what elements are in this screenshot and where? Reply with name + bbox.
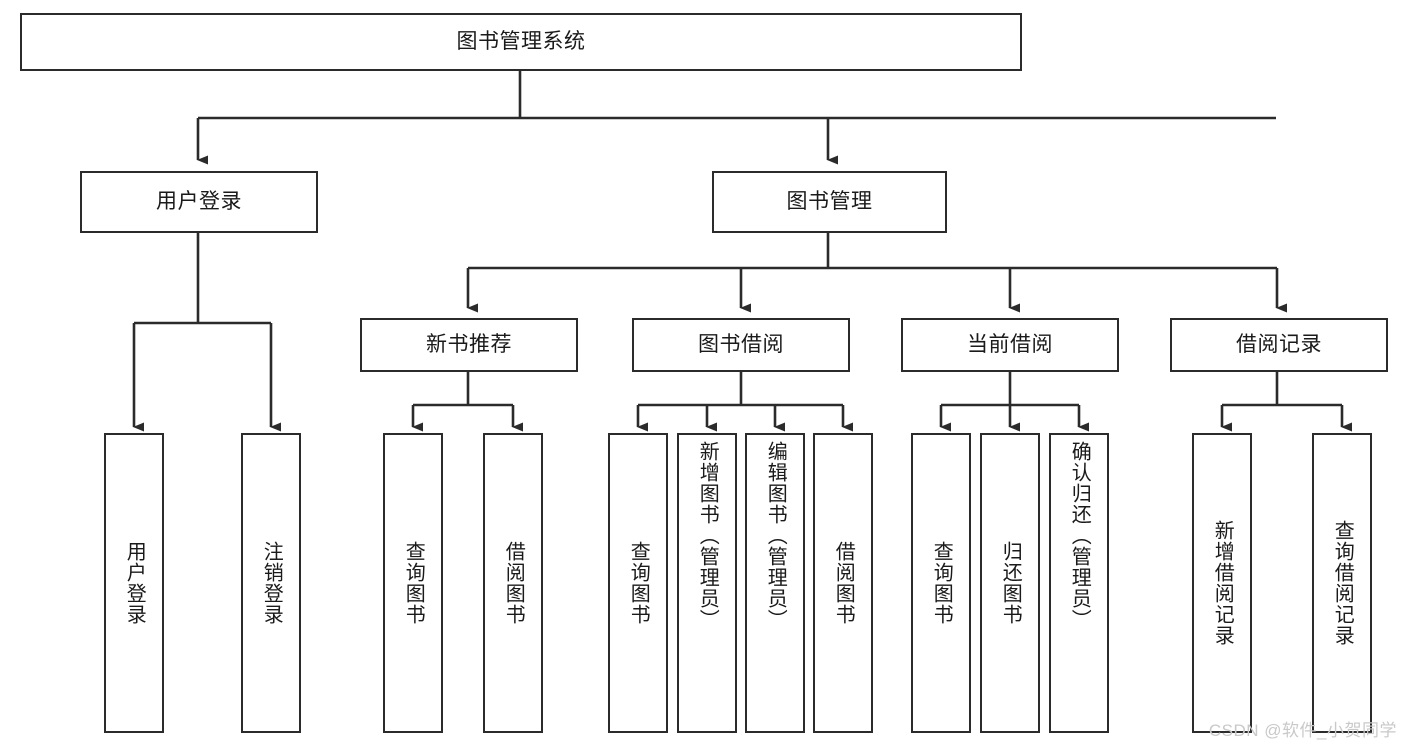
leaf-confirm-return-admin[interactable]: 确认归还（管理员） [1049, 433, 1109, 733]
leaf-return-book[interactable]: 归还图书 [980, 433, 1040, 733]
node-current-borrow[interactable]: 当前借阅 [901, 318, 1119, 372]
leaf-borrow-book-newbook[interactable]: 借阅图书 [483, 433, 543, 733]
node-label: 图书管理 [786, 190, 873, 214]
leaf-edit-book-admin[interactable]: 编辑图书（管理员） [745, 433, 805, 733]
leaf-add-book-admin[interactable]: 新增图书（管理员） [677, 433, 737, 733]
node-label: 确认归还（管理员） [1068, 441, 1091, 630]
node-label: 查询借阅记录 [1331, 520, 1354, 646]
leaf-borrow-book[interactable]: 借阅图书 [813, 433, 873, 733]
node-label: 用户登录 [156, 190, 242, 214]
node-new-book-recommend[interactable]: 新书推荐 [360, 318, 578, 372]
leaf-query-book-borrow[interactable]: 查询图书 [608, 433, 668, 733]
leaf-add-borrow-record[interactable]: 新增借阅记录 [1192, 433, 1252, 733]
node-label: 新增借阅记录 [1211, 520, 1234, 646]
node-label: 当前借阅 [967, 333, 1053, 357]
watermark-csdn: CSDN @软件_小贺同学 [1208, 721, 1397, 740]
node-label: 编辑图书（管理员） [764, 441, 787, 630]
node-user-login[interactable]: 用户登录 [80, 171, 318, 233]
node-label: 借阅图书 [502, 541, 525, 625]
node-label: 用户登录 [123, 541, 146, 625]
node-label: 归还图书 [999, 541, 1022, 625]
leaf-user-login[interactable]: 用户登录 [104, 433, 164, 733]
node-label: 注销登录 [260, 541, 283, 625]
node-label: 查询图书 [402, 541, 425, 625]
node-label: 图书管理系统 [456, 30, 586, 54]
node-label: 借阅图书 [832, 541, 855, 625]
leaf-query-borrow-record[interactable]: 查询借阅记录 [1312, 433, 1372, 733]
node-root-book-management-system[interactable]: 图书管理系统 [20, 13, 1022, 71]
leaf-logout-login[interactable]: 注销登录 [241, 433, 301, 733]
node-label: 借阅记录 [1236, 333, 1322, 357]
node-label: 查询图书 [627, 541, 650, 625]
node-label: 图书借阅 [698, 333, 784, 357]
node-label: 查询图书 [930, 541, 953, 625]
leaf-query-book-current[interactable]: 查询图书 [911, 433, 971, 733]
node-label: 新书推荐 [426, 333, 512, 357]
node-label: 新增图书（管理员） [696, 441, 719, 630]
node-borrow-record[interactable]: 借阅记录 [1170, 318, 1388, 372]
leaf-query-book-newbook[interactable]: 查询图书 [383, 433, 443, 733]
node-book-management[interactable]: 图书管理 [712, 171, 947, 233]
node-book-borrow[interactable]: 图书借阅 [632, 318, 850, 372]
